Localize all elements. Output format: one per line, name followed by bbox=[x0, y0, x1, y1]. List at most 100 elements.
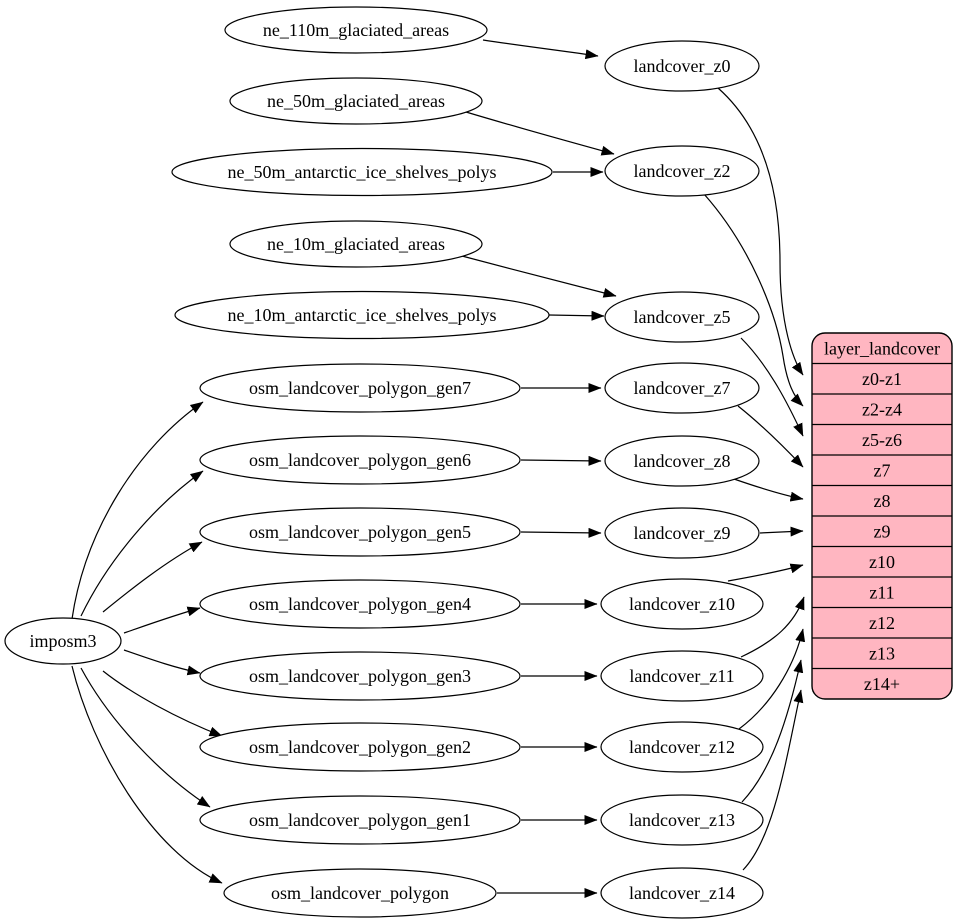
node-imposm3: imposm3 bbox=[4, 617, 122, 665]
edge-imposm3-to-osm_landcover_polygon_gen3 bbox=[123, 649, 201, 676]
nodes: imposm3 ne_110m_glaciated_areas ne_50m_g… bbox=[4, 6, 764, 919]
node-osm_landcover_polygon_gen3-label: osm_landcover_polygon_gen3 bbox=[249, 666, 471, 686]
edge-imposm3-to-osm_landcover_polygon_gen6 bbox=[80, 470, 204, 617]
edges bbox=[71, 39, 806, 898]
record-row-z8: z8 bbox=[874, 491, 891, 511]
node-ne_110m_glaciated_areas: ne_110m_glaciated_areas bbox=[224, 6, 488, 54]
node-landcover_z13: landcover_z13 bbox=[600, 794, 764, 846]
edge-landcover_z10-to-row-z10 bbox=[727, 563, 804, 582]
node-ne_10m_antarctic_ice_shelves_polys-label: ne_10m_antarctic_ice_shelves_polys bbox=[228, 305, 497, 325]
edge-landcover_z2-to-row-z2-z4 bbox=[703, 193, 804, 407]
node-osm_landcover_polygon_gen2: osm_landcover_polygon_gen2 bbox=[199, 722, 521, 772]
edge-landcover_z8-to-row-z8 bbox=[733, 478, 804, 502]
node-ne_50m_glaciated_areas-shape bbox=[229, 77, 483, 125]
node-landcover_z10-label: landcover_z10 bbox=[629, 594, 735, 614]
node-landcover_z9-label: landcover_z9 bbox=[634, 523, 731, 543]
edge-landcover_z14-to-row-z14plus bbox=[742, 689, 804, 871]
node-osm_landcover_polygon_gen3: osm_landcover_polygon_gen3 bbox=[199, 651, 521, 701]
node-osm_landcover_polygon: osm_landcover_polygon bbox=[223, 868, 497, 918]
node-landcover_z11: landcover_z11 bbox=[600, 650, 764, 702]
node-osm_landcover_polygon_gen4: osm_landcover_polygon_gen4 bbox=[199, 579, 521, 629]
node-landcover_z9-shape bbox=[604, 507, 760, 559]
node-ne_10m_antarctic_ice_shelves_polys-shape bbox=[174, 290, 550, 340]
node-osm_landcover_polygon_gen6: osm_landcover_polygon_gen6 bbox=[199, 435, 521, 485]
record-row-z2-z4: z2-z4 bbox=[862, 400, 902, 420]
edge-landcover_z11-to-row-z11 bbox=[740, 596, 805, 658]
node-osm_landcover_polygon_gen7: osm_landcover_polygon_gen7 bbox=[199, 363, 521, 413]
node-osm_landcover_polygon_gen4-label: osm_landcover_polygon_gen4 bbox=[249, 594, 471, 614]
edge-imposm3-to-osm_landcover_polygon_gen7 bbox=[71, 401, 204, 620]
node-landcover_z7-shape bbox=[604, 362, 760, 414]
node-ne_50m_glaciated_areas-label: ne_50m_glaciated_areas bbox=[267, 91, 445, 111]
record-row-z11: z11 bbox=[869, 583, 894, 603]
node-landcover_z8-label: landcover_z8 bbox=[634, 451, 731, 471]
record-row-z12: z12 bbox=[869, 613, 895, 633]
node-landcover_z14: landcover_z14 bbox=[600, 867, 764, 919]
node-osm_landcover_polygon_gen2-label: osm_landcover_polygon_gen2 bbox=[249, 737, 471, 757]
record-row-z13: z13 bbox=[869, 644, 895, 664]
node-osm_landcover_polygon_gen6-label: osm_landcover_polygon_gen6 bbox=[249, 450, 471, 470]
node-osm_landcover_polygon_gen5-shape bbox=[199, 507, 521, 557]
node-landcover_z13-label: landcover_z13 bbox=[629, 810, 735, 830]
node-ne_10m_antarctic_ice_shelves_polys: ne_10m_antarctic_ice_shelves_polys bbox=[174, 290, 550, 340]
node-landcover_z7: landcover_z7 bbox=[604, 362, 760, 414]
record-layer_landcover: layer_landcover z0-z1 z2-z4 z5-z6 z7 z8 … bbox=[811, 332, 953, 700]
record-row-z7: z7 bbox=[874, 461, 891, 481]
edge-landcover_z0-to-row-z0-z1 bbox=[717, 87, 804, 376]
edge-landcover_z5-to-row-z5-z6 bbox=[740, 337, 804, 437]
node-landcover_z0-shape bbox=[604, 40, 760, 92]
node-landcover_z2: landcover_z2 bbox=[604, 145, 760, 197]
node-ne_10m_glaciated_areas-shape bbox=[229, 220, 483, 268]
edge-ne_50m_glaciated_areas-to-landcover_z2 bbox=[465, 111, 615, 156]
node-landcover_z0-label: landcover_z0 bbox=[634, 56, 731, 76]
node-landcover_z13-shape bbox=[600, 794, 764, 846]
record-row-z5-z6: z5-z6 bbox=[862, 430, 902, 450]
node-landcover_z10: landcover_z10 bbox=[600, 578, 764, 630]
edge-landcover_z13-to-row-z13 bbox=[741, 659, 804, 803]
node-osm_landcover_polygon_gen5: osm_landcover_polygon_gen5 bbox=[199, 507, 521, 557]
node-landcover_z10-shape bbox=[600, 578, 764, 630]
node-osm_landcover_polygon_gen2-shape bbox=[199, 722, 521, 772]
node-landcover_z2-shape bbox=[604, 145, 760, 197]
node-imposm3-shape bbox=[4, 617, 122, 665]
node-ne_110m_glaciated_areas-shape bbox=[224, 6, 488, 54]
node-osm_landcover_polygon_gen4-shape bbox=[199, 579, 521, 629]
node-landcover_z8-shape bbox=[604, 435, 760, 487]
node-ne_50m_glaciated_areas: ne_50m_glaciated_areas bbox=[229, 77, 483, 125]
edge-imposm3-to-osm_landcover_polygon_gen5 bbox=[102, 541, 203, 613]
node-landcover_z5-shape bbox=[604, 291, 760, 343]
edge-ne_10m_glaciated_areas-to-landcover_z5 bbox=[461, 255, 617, 298]
edge-imposm3-to-osm_landcover_polygon_gen2 bbox=[102, 670, 223, 737]
node-landcover_z12-label: landcover_z12 bbox=[629, 737, 735, 757]
edge-imposm3-to-osm_landcover_polygon bbox=[71, 665, 223, 884]
node-landcover_z11-shape bbox=[600, 650, 764, 702]
record-row-z9: z9 bbox=[874, 522, 891, 542]
node-landcover_z5: landcover_z5 bbox=[604, 291, 760, 343]
edge-osm_landcover_polygon_gen6-to-landcover_z8 bbox=[520, 455, 602, 466]
node-ne_10m_glaciated_areas: ne_10m_glaciated_areas bbox=[229, 220, 483, 268]
node-landcover_z0: landcover_z0 bbox=[604, 40, 760, 92]
node-landcover_z12-shape bbox=[600, 721, 764, 773]
node-landcover_z7-label: landcover_z7 bbox=[634, 378, 731, 398]
edge-imposm3-to-osm_landcover_polygon_gen4 bbox=[123, 606, 201, 634]
node-landcover_z12: landcover_z12 bbox=[600, 721, 764, 773]
node-osm_landcover_polygon_gen1-shape bbox=[199, 795, 521, 845]
edge-landcover_z9-to-row-z9 bbox=[759, 526, 804, 537]
record-title: layer_landcover bbox=[824, 339, 940, 359]
node-landcover_z2-label: landcover_z2 bbox=[634, 161, 731, 181]
edge-imposm3-to-osm_landcover_polygon_gen1 bbox=[80, 667, 211, 808]
node-landcover_z14-shape bbox=[600, 867, 764, 919]
node-imposm3-label: imposm3 bbox=[29, 631, 96, 651]
node-ne_110m_glaciated_areas-label: ne_110m_glaciated_areas bbox=[263, 20, 449, 40]
node-osm_landcover_polygon-shape bbox=[223, 868, 497, 918]
node-osm_landcover_polygon_gen5-label: osm_landcover_polygon_gen5 bbox=[249, 522, 471, 542]
node-osm_landcover_polygon_gen3-shape bbox=[199, 651, 521, 701]
node-osm_landcover_polygon_gen7-label: osm_landcover_polygon_gen7 bbox=[249, 378, 471, 398]
node-ne_50m_antarctic_ice_shelves_polys-shape bbox=[171, 147, 553, 197]
node-landcover_z9: landcover_z9 bbox=[604, 507, 760, 559]
edge-ne_10m_antarctic_ice_shelves_polys-to-landcover_z5 bbox=[548, 310, 605, 321]
node-osm_landcover_polygon_gen7-shape bbox=[199, 363, 521, 413]
node-landcover_z8: landcover_z8 bbox=[604, 435, 760, 487]
